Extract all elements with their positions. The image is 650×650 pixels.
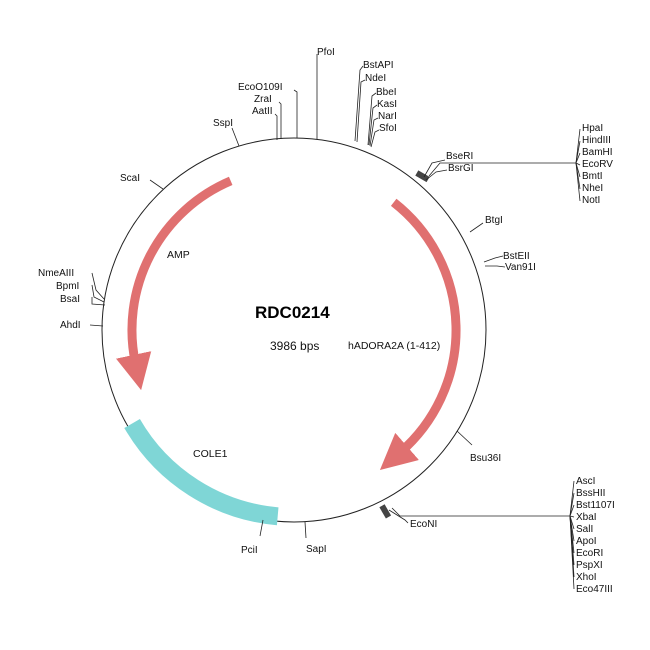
site-nari[interactable]: NarI	[378, 111, 397, 122]
site-bpmi[interactable]: BpmI	[56, 281, 79, 292]
mcs-top-mark	[415, 170, 430, 183]
site-nmeaiii[interactable]: NmeAIII	[38, 268, 74, 279]
site-bbei[interactable]: BbeI	[376, 87, 397, 98]
mcs-bottom-5[interactable]: ApoI	[576, 536, 597, 547]
site-pfoi[interactable]: PfoI	[317, 47, 335, 58]
plasmid-size: 3986 bps	[270, 339, 319, 353]
site-ndei[interactable]: NdeI	[365, 73, 386, 84]
site-sfoi[interactable]: SfoI	[379, 123, 397, 134]
site-ahdi[interactable]: AhdI	[60, 320, 81, 331]
mcs-top-3[interactable]: EcoRV	[582, 159, 613, 170]
site-econi[interactable]: EcoNI	[410, 519, 437, 530]
plasmid-title: RDC0214	[255, 303, 330, 322]
mcs-top-2[interactable]: BamHI	[582, 147, 613, 158]
hadora2a-feature-arrow[interactable]	[379, 198, 461, 471]
site-zrai[interactable]: ZraI	[254, 94, 272, 105]
mcs-bottom-8[interactable]: XhoI	[576, 572, 597, 583]
site-bstapi[interactable]: BstAPI	[363, 60, 394, 71]
mcs-top-0[interactable]: HpaI	[582, 123, 603, 134]
amp-label: AMP	[167, 249, 190, 261]
mcs-top-1[interactable]: HindIII	[582, 135, 611, 146]
site-aatii[interactable]: AatII	[252, 106, 273, 117]
site-btgi[interactable]: BtgI	[485, 215, 503, 226]
site-bsteii[interactable]: BstEII	[503, 251, 530, 262]
mcs-bottom-9[interactable]: Eco47III	[576, 584, 613, 595]
mcs-bottom-4[interactable]: SalI	[576, 524, 593, 535]
mcs-bottom-0[interactable]: AscI	[576, 476, 595, 487]
site-pcii[interactable]: PciI	[241, 545, 258, 556]
mcs-bottom-mark	[379, 504, 392, 519]
site-van91i[interactable]: Van91I	[505, 262, 536, 273]
site-bseri[interactable]: BseRI	[446, 151, 473, 162]
mcs-top-4[interactable]: BmtI	[582, 171, 603, 182]
amp-feature-arrow[interactable]	[116, 176, 233, 391]
mcs-top-6[interactable]: NotI	[582, 195, 600, 206]
hadora2a-label: hADORA2A (1-412)	[348, 340, 440, 352]
mcs-bottom-1[interactable]: BssHII	[576, 488, 605, 499]
site-bsrgi[interactable]: BsrGI	[448, 163, 474, 174]
site-sspi[interactable]: SspI	[213, 118, 233, 129]
site-kasi[interactable]: KasI	[377, 99, 397, 110]
plasmid-backbone	[101, 137, 487, 523]
site-sapi[interactable]: SapI	[306, 544, 327, 555]
cole1-feature-block[interactable]	[124, 418, 279, 526]
cole1-label: COLE1	[193, 448, 228, 460]
site-ecoo109i[interactable]: EcoO109I	[238, 82, 282, 93]
mcs-bottom-2[interactable]: Bst1107I	[576, 500, 615, 511]
site-bsai[interactable]: BsaI	[60, 294, 80, 305]
mcs-bottom-3[interactable]: XbaI	[576, 512, 597, 523]
mcs-bottom-7[interactable]: PspXI	[576, 560, 603, 571]
mcs-bottom-6[interactable]: EcoRI	[576, 548, 603, 559]
mcs-top-5[interactable]: NheI	[582, 183, 603, 194]
site-scai[interactable]: ScaI	[120, 173, 140, 184]
site-bsu36i[interactable]: Bsu36I	[470, 453, 501, 464]
